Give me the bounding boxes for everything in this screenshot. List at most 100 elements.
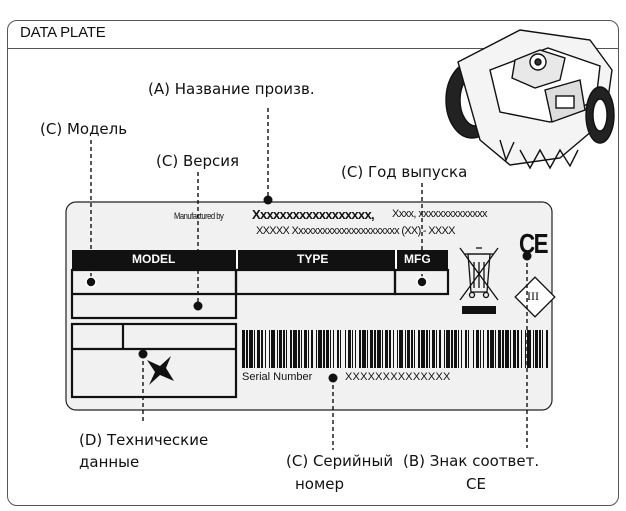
plate-header-bar-mfg-divider [395, 250, 397, 270]
barcode-bar [246, 330, 248, 368]
dot-technical [138, 349, 148, 359]
barcode-bar [487, 330, 489, 368]
ce-mark: CE [519, 228, 549, 259]
manufactured-by-label: Manufactured by [174, 211, 224, 221]
barcode-bar [271, 330, 275, 368]
callout-technical-data-line1: (D) Технические [79, 431, 209, 449]
mfg-header: MFG [404, 252, 431, 266]
barcode-bar [326, 330, 329, 368]
barcode-bar [323, 330, 325, 368]
barcode-bar [242, 330, 245, 368]
barcode-bar [279, 330, 282, 368]
barcode-bar [397, 330, 398, 368]
barcode-bar [405, 330, 406, 368]
barcode-bar [461, 330, 462, 368]
barcode-bar [257, 330, 260, 368]
dot-version [193, 301, 203, 311]
barcode-bar [535, 330, 538, 368]
diagram-frame [7, 20, 619, 506]
barcode-bar [476, 330, 479, 368]
barcode-bar [393, 330, 394, 368]
barcode-bar [286, 330, 287, 368]
barcode-bar [418, 330, 420, 368]
dot-ce [522, 251, 532, 261]
model-header: MODEL [132, 252, 176, 266]
barcode-bar [451, 330, 453, 368]
barcode-bar [330, 330, 331, 368]
barcode-bar [498, 330, 501, 368]
type-header: TYPE [297, 252, 329, 266]
barcode-bar [411, 330, 413, 368]
barcode-bar [495, 330, 496, 368]
plate-header-bar-type-divider [236, 250, 238, 270]
callout-year: (C) Год выпуска [341, 163, 468, 181]
robot-mower-illustration [445, 29, 615, 170]
serial-number-label: Serial Number [242, 371, 313, 383]
barcode-bar [340, 330, 341, 368]
barcode-bar [293, 330, 297, 368]
callout-ce-mark-line1: (B) Знак соответ. [403, 452, 540, 470]
barcode-bar [539, 330, 541, 368]
barcode-bar [348, 330, 351, 368]
manufacturer-name: Xxxxxxxxxxxxxxxxxx, [252, 207, 375, 222]
blade-icon [147, 356, 174, 385]
dot-manufacturer [263, 195, 273, 205]
barcode-bar [421, 330, 425, 368]
barcode-bar [521, 330, 522, 368]
serial-barcode [242, 330, 548, 368]
weee-bar [462, 306, 496, 314]
barcode-bar [283, 330, 285, 368]
callout-model: (C) Модель [40, 120, 128, 138]
barcode-bar [446, 330, 450, 368]
manufacturer-address-line1: Xxxx, xxxxxxxxxxxxxx [392, 208, 488, 220]
barcode-bar [517, 330, 519, 368]
barcode-bar [426, 330, 428, 368]
barcode-bar [362, 330, 366, 368]
barcode-bar [345, 330, 346, 368]
barcode-bar [444, 330, 445, 368]
callout-serial-line1: (C) Серийный [286, 452, 394, 470]
barcode-bar [439, 330, 441, 368]
barcode-bar [374, 330, 376, 368]
callout-ce-mark-line2: CE [466, 475, 486, 493]
callout-serial-line2: номер [295, 475, 345, 493]
plate-header-bar [72, 250, 448, 270]
barcode-bar [304, 330, 307, 368]
weee-bin-icon [459, 247, 499, 301]
barcode-bar [465, 330, 467, 368]
barcode-bar [533, 330, 534, 368]
barcode-bar [311, 330, 313, 368]
barcode-bar [458, 330, 459, 368]
barcode-bar [473, 330, 474, 368]
barcode-bar [298, 330, 300, 368]
barcode-bar [389, 330, 391, 368]
barcode-bar [337, 330, 339, 368]
barcode-bar [269, 330, 270, 368]
class-iii-diamond [514, 276, 556, 318]
barcode-bar [480, 330, 481, 368]
barcode-bar [290, 330, 292, 368]
barcode-bar [429, 330, 430, 368]
barcode-bar [382, 330, 383, 368]
barcode-bar [436, 330, 437, 368]
dot-model [85, 276, 97, 288]
barcode-bar [377, 330, 381, 368]
barcode-bar [399, 330, 403, 368]
barcode-bar [513, 330, 516, 368]
serial-number-value: XXXXXXXXXXXXXX [345, 371, 451, 383]
barcode-bar [490, 330, 494, 368]
title-divider [8, 48, 618, 49]
barcode-bar [301, 330, 302, 368]
barcode-bar [505, 330, 509, 368]
barcode-bar [527, 330, 531, 368]
barcode-bar [468, 330, 469, 368]
barcode-bar [414, 330, 415, 368]
barcode-bar [525, 330, 526, 368]
barcode-bar [333, 330, 334, 368]
callout-technical-data-line2: данные [79, 453, 140, 471]
barcode-bar [308, 330, 309, 368]
barcode-bar [318, 330, 322, 368]
barcode-bar [316, 330, 317, 368]
technical-data-box [70, 322, 238, 399]
